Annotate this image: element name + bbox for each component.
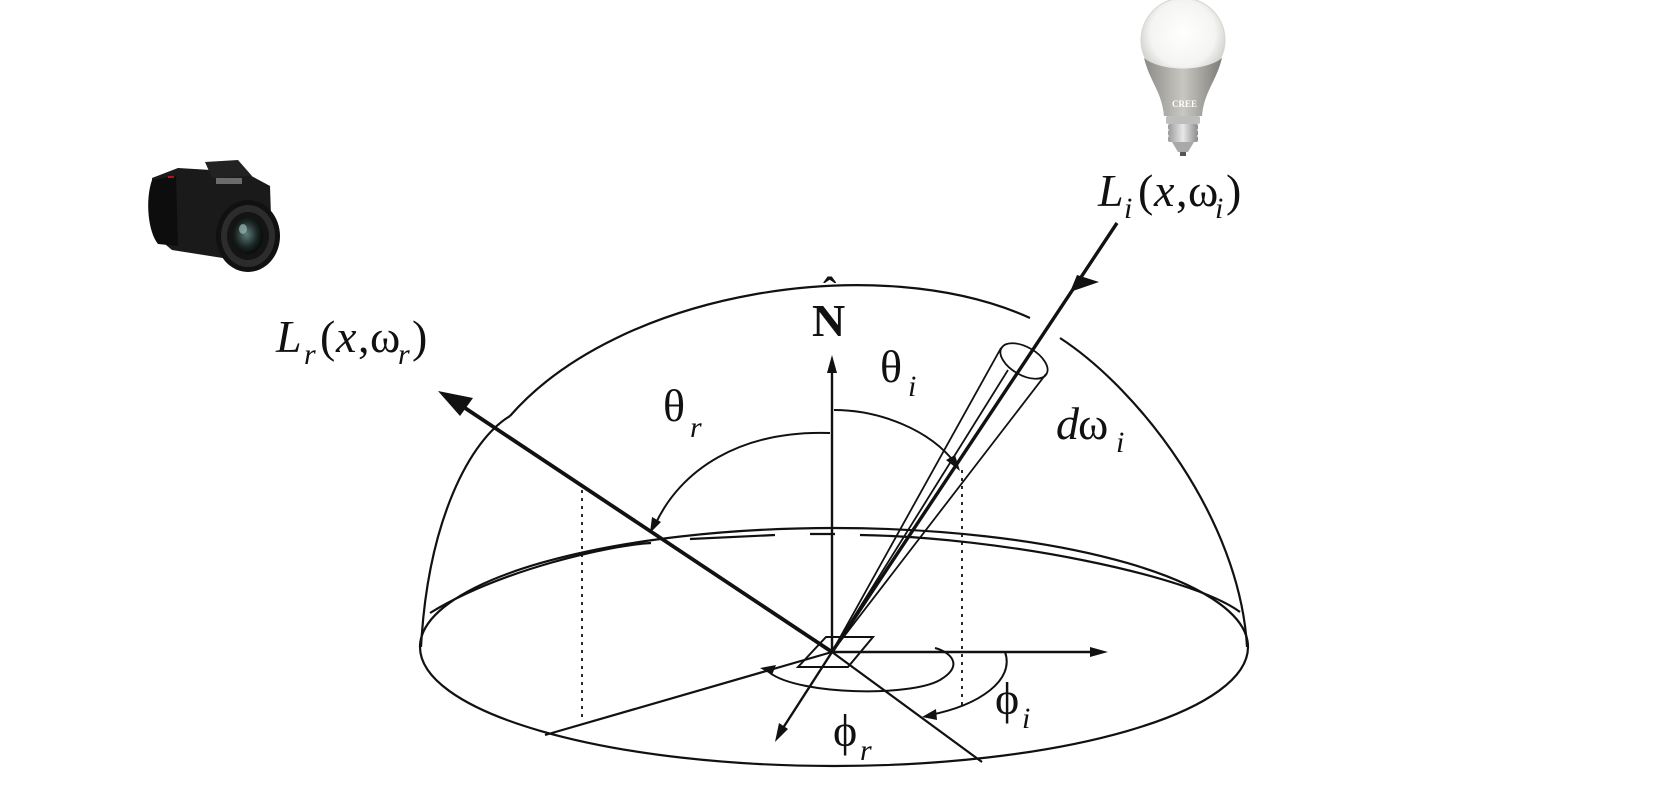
theta-i-symbol: θ (880, 341, 902, 392)
incident-radiance-label: L i ( x , ω i ) (1097, 165, 1241, 225)
hemisphere (418, 284, 1250, 768)
phi-i-arc (929, 651, 1008, 716)
phi-r-sub: r (860, 734, 872, 767)
incident-ray-line (830, 222, 1119, 653)
reflected-ray (438, 391, 834, 654)
light-bulb-icon: CREE (1140, 0, 1226, 156)
theta-i-arc (833, 409, 956, 464)
base-line-incident (831, 651, 983, 763)
equator-back (429, 541, 652, 614)
incident-omega-sub: i (1215, 192, 1223, 225)
reflected-omega: ω (370, 311, 400, 362)
base-line-reflected (544, 650, 833, 737)
projection-lines (581, 470, 963, 722)
phi-r-label: ϕ r (833, 705, 872, 767)
d-omega-omega: ω (1078, 398, 1108, 449)
cone-cap-ellipse (999, 342, 1049, 380)
dome-arc-top (509, 284, 1031, 417)
theta-r-symbol: θ (663, 380, 685, 431)
bulb-brand-text: CREE (1172, 99, 1197, 109)
incident-ray (830, 222, 1119, 653)
d-omega-i-label: d ω i (1056, 398, 1124, 459)
reflected-omega-sub: r (398, 338, 410, 371)
normal-arrowhead (827, 355, 837, 373)
incident-close-paren: ) (1226, 165, 1241, 216)
theta-r-arc (654, 431, 831, 526)
x-axis-arrowhead (1090, 647, 1108, 657)
normal-hat: ˆ (823, 269, 837, 314)
theta-r-sub: r (690, 411, 702, 444)
reflected-comma: , (358, 311, 370, 362)
surface-patch (795, 636, 876, 668)
normal-label: N ˆ (812, 269, 845, 346)
axes (775, 355, 1108, 742)
camera-icon (148, 160, 280, 272)
phi-r-arc (769, 647, 955, 693)
solid-angle-cone (831, 342, 1049, 653)
reflected-close-paren: ) (412, 311, 427, 362)
incident-L-sub: i (1124, 192, 1132, 225)
phi-i-label: ϕ i (995, 673, 1030, 735)
theta-i-label: θ i (880, 341, 916, 403)
incident-x: x (1153, 165, 1175, 216)
y-axis (781, 651, 834, 729)
theta-i-arrowhead (946, 455, 960, 471)
reflected-x: x (335, 311, 357, 362)
theta-i-sub: i (908, 370, 916, 403)
incident-omega: ω (1188, 165, 1218, 216)
reflected-ray-line (460, 404, 834, 654)
d-omega-d: d (1056, 398, 1080, 449)
reflected-L: L (275, 311, 302, 362)
incident-L: L (1097, 165, 1124, 216)
incident-ray-arrowhead (1070, 275, 1099, 292)
base-lines (544, 650, 983, 763)
incident-comma: , (1176, 165, 1188, 216)
base-ellipse (418, 526, 1250, 768)
phi-i-arrowhead (922, 709, 937, 720)
equator-back-2 (689, 533, 776, 541)
phi-r-arrowhead (760, 665, 776, 675)
equator-back-4 (859, 533, 1241, 613)
reflected-ray-arrowhead (438, 391, 473, 416)
angle-arcs (650, 409, 1008, 720)
reflected-L-sub: r (304, 338, 316, 371)
reflected-radiance-label: L r ( x , ω r ) (275, 311, 427, 371)
dome-arc-left (419, 415, 511, 648)
incident-open-paren: ( (1138, 165, 1153, 216)
y-axis-arrowhead (775, 723, 788, 742)
phi-i-symbol: ϕ (995, 673, 1019, 724)
dome-arc-right (1059, 337, 1249, 648)
phi-i-sub: i (1022, 702, 1030, 735)
theta-r-label: θ r (663, 380, 702, 444)
normal-symbol: N (812, 295, 845, 346)
reflected-open-paren: ( (320, 311, 335, 362)
phi-r-symbol: ϕ (833, 705, 857, 756)
d-omega-sub: i (1116, 426, 1124, 459)
theta-r-arrowhead (650, 517, 661, 533)
